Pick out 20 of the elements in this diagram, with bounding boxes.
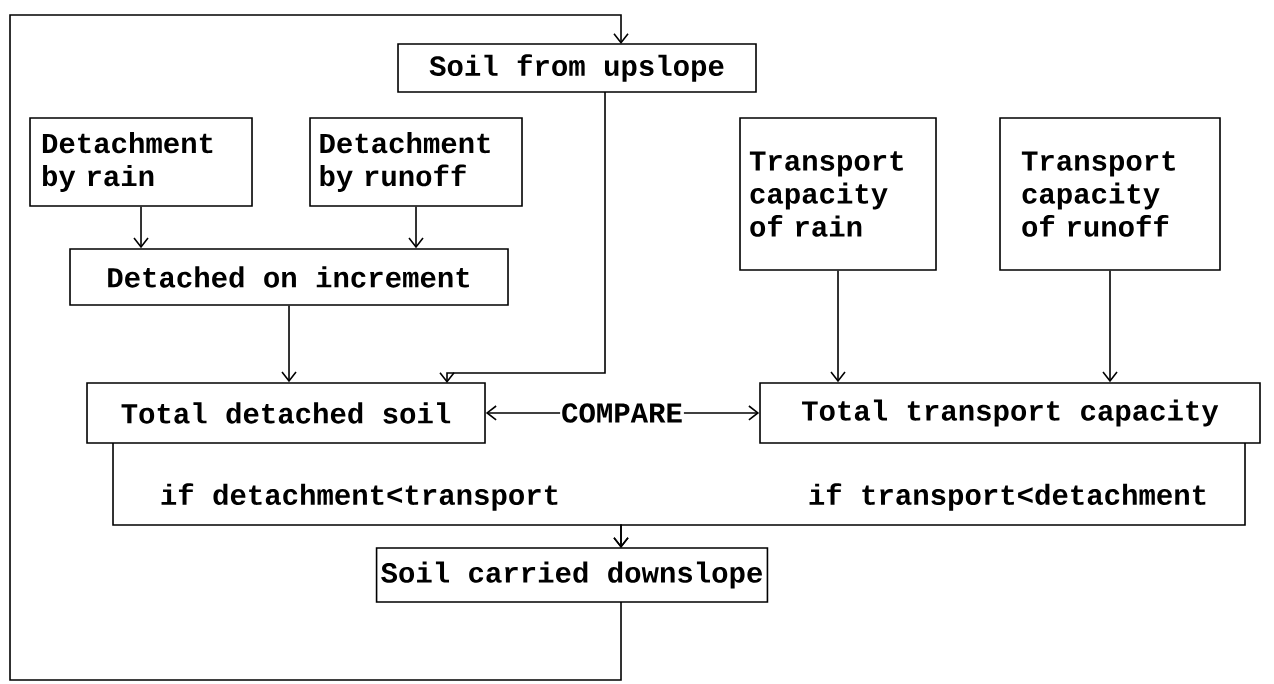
process-box: Total transport capacity: [759, 382, 1261, 444]
arrow: [9, 14, 629, 681]
process-box: Detachment by rain: [29, 117, 253, 207]
process-box: Detachment by runoff: [309, 117, 523, 207]
arrow: [1102, 270, 1118, 383]
process-box: Soil from upslope: [397, 43, 757, 93]
process-box: Transport capacity of runoff: [999, 117, 1221, 271]
arrow: [830, 270, 846, 383]
arrow: [133, 206, 149, 249]
arrow: [408, 206, 424, 249]
edge-label: if detachment<transport: [158, 482, 562, 512]
edge-label: COMPARE: [560, 402, 684, 424]
edge-label: if transport<detachment: [806, 482, 1210, 512]
arrow: [439, 91, 606, 383]
process-box: Detached on increment: [69, 248, 509, 306]
arrow: [281, 305, 297, 383]
process-box: Soil carried downslope: [375, 547, 769, 603]
process-box: Total detached soil: [86, 382, 486, 444]
arrow: [613, 442, 1246, 548]
process-box: Transport capacity of rain: [739, 117, 937, 271]
